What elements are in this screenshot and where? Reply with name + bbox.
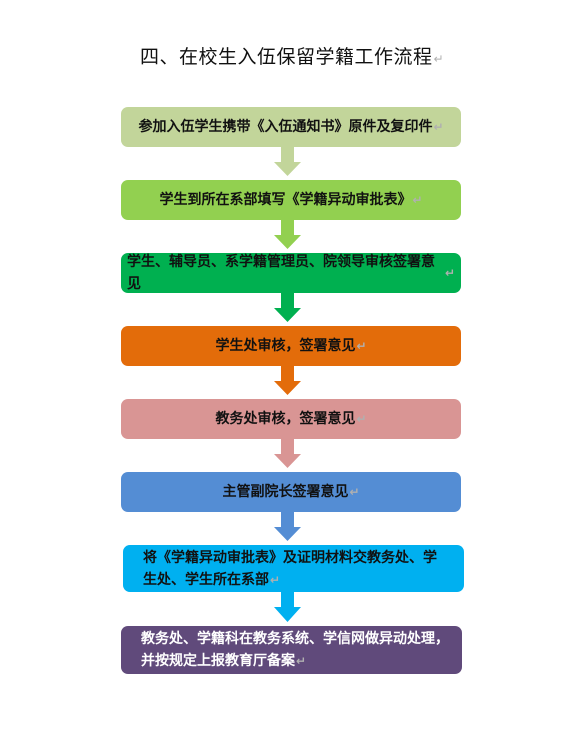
page-title-text: 四、在校生入伍保留学籍工作流程 bbox=[139, 46, 433, 68]
paragraph-mark-icon: ↵ bbox=[433, 120, 444, 134]
flow-step-4: 学生处审核，签署意见↵ bbox=[121, 326, 461, 366]
down-arrow-icon bbox=[274, 293, 301, 322]
paragraph-mark-icon: ↵ bbox=[356, 339, 367, 353]
flow-step-1-label: 参加入伍学生携带《入伍通知书》原件及复印件 bbox=[138, 119, 433, 135]
paragraph-mark-icon: ↵ bbox=[270, 572, 281, 587]
down-arrow-icon bbox=[274, 220, 301, 249]
down-arrow-icon bbox=[274, 512, 301, 541]
paragraph-mark-icon: ↵ bbox=[349, 485, 360, 499]
down-arrow-icon bbox=[274, 147, 301, 176]
flow-step-6: 主管副院长签署意见↵ bbox=[121, 472, 461, 512]
down-arrow-icon bbox=[274, 439, 301, 468]
flow-step-5-label: 教务处审核，签署意见 bbox=[215, 411, 356, 427]
paragraph-mark-icon: ↵ bbox=[296, 654, 307, 668]
paragraph-mark-icon: ↵ bbox=[433, 52, 445, 66]
flow-step-4-label: 学生处审核，签署意见 bbox=[215, 338, 356, 354]
flow-step-2-label: 学生到所在系部填写《学籍异动审批表》 bbox=[159, 192, 412, 208]
page-title: 四、在校生入伍保留学籍工作流程↵ bbox=[0, 42, 584, 69]
flow-step-7: 将《学籍异动审批表》及证明材料交教务处、学生处、学生所在系部↵ bbox=[123, 545, 464, 592]
down-arrow-icon bbox=[274, 592, 301, 622]
flow-step-3-label: 学生、辅导员、系学籍管理员、院领导审核签署意见 bbox=[127, 254, 435, 292]
flow-step-3: 学生、辅导员、系学籍管理员、院领导审核签署意见 ↵ bbox=[121, 253, 461, 293]
flow-step-1: 参加入伍学生携带《入伍通知书》原件及复印件↵ bbox=[121, 107, 461, 147]
flow-step-7-label: 将《学籍异动审批表》及证明材料交教务处、学生处、学生所在系部 bbox=[143, 549, 437, 588]
flow-step-6-label: 主管副院长签署意见 bbox=[222, 484, 349, 500]
paragraph-mark-icon: ↵ bbox=[444, 266, 455, 280]
paragraph-mark-icon: ↵ bbox=[412, 193, 423, 207]
flow-step-8-label: 教务处、学籍科在教务系统、学信网做异动处理，并按规定上报教育厅备案 bbox=[141, 631, 449, 669]
flow-step-2: 学生到所在系部填写《学籍异动审批表》↵ bbox=[121, 180, 461, 220]
flow-step-5: 教务处审核，签署意见↵ bbox=[121, 399, 461, 439]
down-arrow-icon bbox=[274, 366, 301, 395]
flow-step-8: 教务处、学籍科在教务系统、学信网做异动处理，并按规定上报教育厅备案↵ bbox=[121, 626, 462, 674]
paragraph-mark-icon: ↵ bbox=[356, 412, 367, 426]
